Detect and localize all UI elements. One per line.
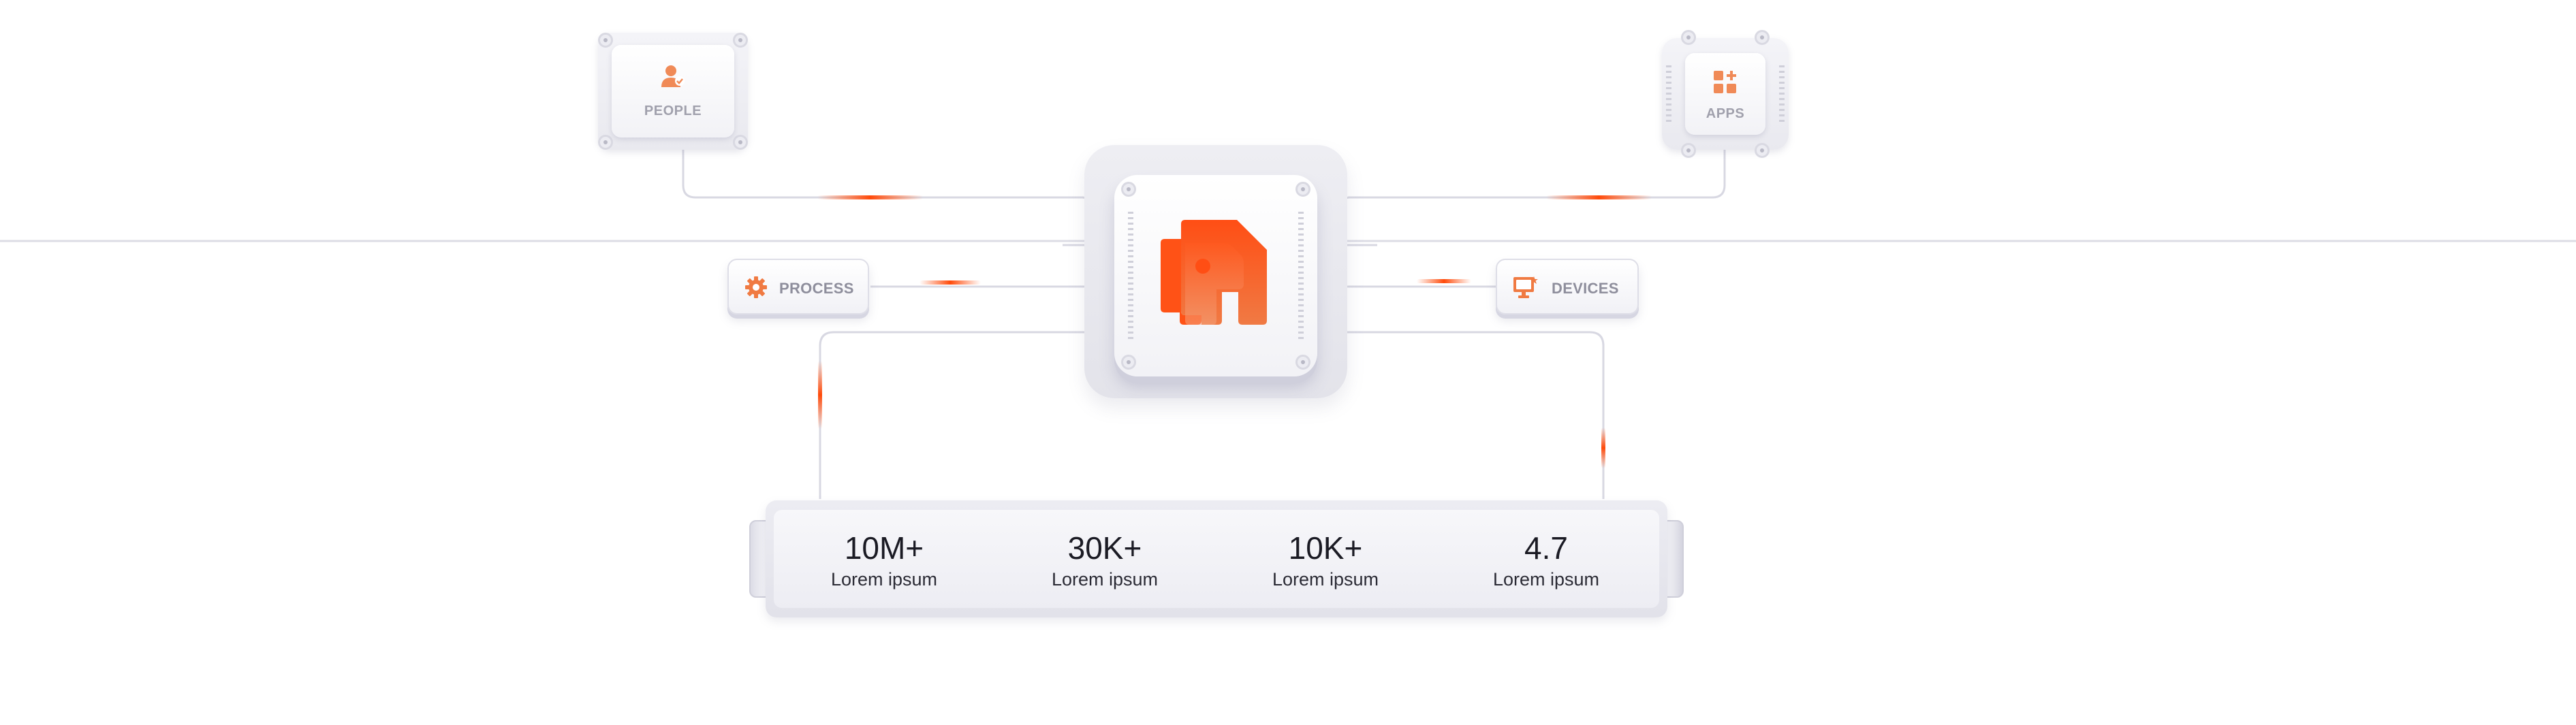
apps-node[interactable]: APPS xyxy=(1662,30,1789,158)
apps-node-face: APPS xyxy=(1685,53,1765,135)
wire-stats-left xyxy=(819,331,1118,499)
wire-people xyxy=(682,143,1123,207)
screw-icon xyxy=(733,135,748,150)
stat-value: 10K+ xyxy=(1288,530,1363,566)
screw-icon xyxy=(1121,355,1136,370)
screw-icon xyxy=(598,135,613,150)
screw-icon xyxy=(598,33,613,48)
stat-value: 4.7 xyxy=(1524,530,1568,566)
stat-label: Lorem ipsum xyxy=(1492,569,1600,590)
stat-item: 10M+ Lorem ipsum xyxy=(782,532,986,589)
wire-process xyxy=(870,285,1118,290)
stat-item: 10K+ Lorem ipsum xyxy=(1223,532,1428,589)
stat-label: Lorem ipsum xyxy=(1051,569,1159,590)
apps-label: APPS xyxy=(1706,106,1745,121)
signal-glow-apps xyxy=(1546,195,1652,199)
process-label: PROCESS xyxy=(779,280,854,297)
stat-item: 30K+ Lorem ipsum xyxy=(1003,532,1207,589)
stats-bar xyxy=(766,500,1667,617)
brand-logo-icon xyxy=(1161,220,1267,325)
screw-icon xyxy=(1121,182,1136,197)
screw-icon xyxy=(1681,30,1696,45)
wire-apps xyxy=(1314,150,1726,207)
screw-icon xyxy=(1755,143,1770,158)
stat-value: 10M+ xyxy=(844,530,924,566)
devices-node[interactable]: DEVICES xyxy=(1496,259,1639,315)
wire-stats-right xyxy=(1314,331,1605,499)
apps-grid-icon xyxy=(1714,71,1736,93)
people-label: PEOPLE xyxy=(644,103,702,118)
stat-label: Lorem ipsum xyxy=(830,569,938,590)
stats-bar-face xyxy=(774,510,1659,608)
people-node-face: PEOPLE xyxy=(612,45,734,138)
stat-value: 30K+ xyxy=(1067,530,1142,566)
screw-icon xyxy=(1295,182,1310,197)
people-node[interactable]: PEOPLE xyxy=(598,33,748,150)
gear-icon xyxy=(745,276,767,298)
devices-label: DEVICES xyxy=(1552,280,1619,297)
vent-left xyxy=(1128,212,1133,341)
signal-glow-people xyxy=(817,195,923,199)
vent-right xyxy=(1298,212,1304,341)
vent-left xyxy=(1666,65,1671,123)
vent-right xyxy=(1779,65,1785,123)
core-hub[interactable] xyxy=(1084,145,1347,398)
stat-label: Lorem ipsum xyxy=(1272,569,1379,590)
screw-icon xyxy=(733,33,748,48)
signal-glow-process xyxy=(920,280,981,285)
screw-icon xyxy=(1295,355,1310,370)
signal-glow-devices xyxy=(1417,279,1471,283)
screw-icon xyxy=(1755,30,1770,45)
monitor-icon xyxy=(1513,276,1538,298)
stat-item: 4.7 Lorem ipsum xyxy=(1444,532,1648,589)
signal-glow-stats-right xyxy=(1601,428,1605,468)
signal-glow-stats-left xyxy=(818,361,822,429)
screw-icon xyxy=(1681,143,1696,158)
core-hub-face xyxy=(1114,175,1317,376)
process-node[interactable]: PROCESS xyxy=(727,259,869,315)
person-icon xyxy=(661,65,685,87)
